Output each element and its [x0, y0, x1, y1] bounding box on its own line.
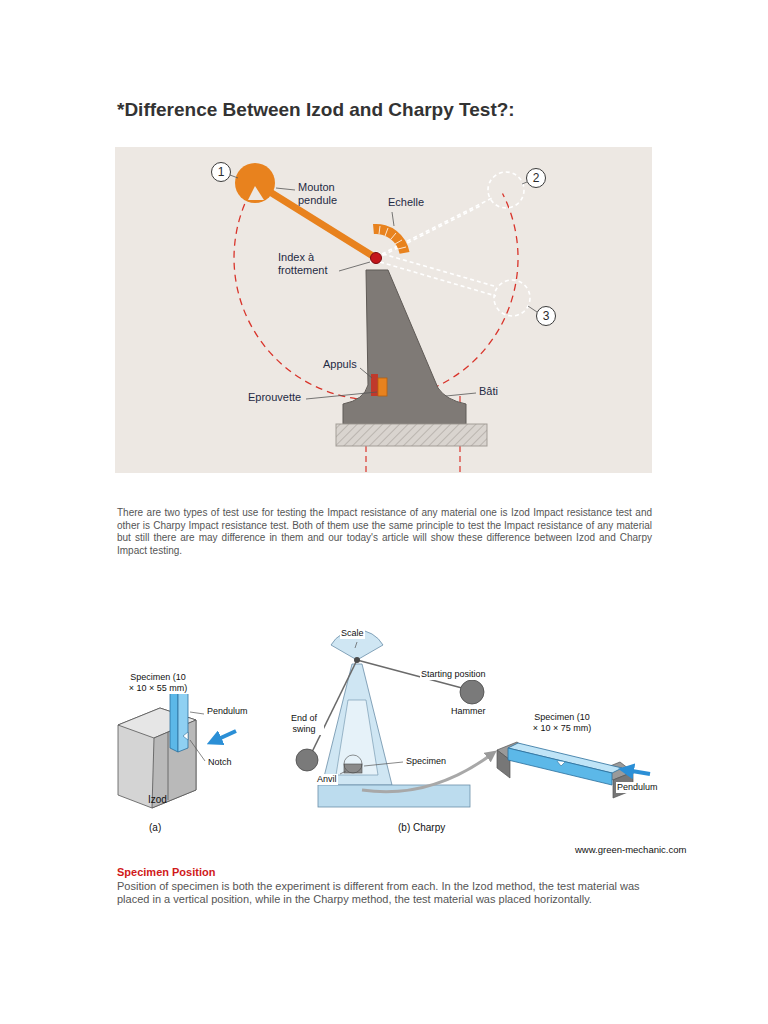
callout-number: 2: [526, 168, 546, 188]
specimen-label: Specimen (10 × 10 × 55 mm): [110, 672, 206, 694]
callout-text: 3: [543, 310, 550, 322]
part-label: Appuls: [323, 358, 357, 371]
charpy-machine: [296, 630, 484, 807]
machine-frame: [343, 270, 466, 424]
leader-line: [190, 712, 205, 761]
watermark: www.green-mechanic.com: [574, 844, 687, 855]
leader-line: [340, 642, 403, 774]
body-paragraph: There are two types of test use for test…: [117, 507, 652, 557]
figure-letter: (a): [149, 822, 161, 834]
section-heading: Specimen Position: [117, 866, 215, 879]
callout-text: 1: [218, 166, 225, 178]
part-label: Notch: [207, 757, 233, 768]
detail-arrow: [362, 754, 492, 792]
charpy-detail: [497, 742, 633, 798]
scale-arc: [373, 224, 410, 254]
figure-name: Izod: [148, 794, 167, 806]
ground-hatch: [336, 424, 487, 446]
specimen-label: Specimen (10 × 10 × 75 mm): [514, 712, 610, 734]
figure-ground: [115, 147, 652, 473]
callout-number: 3: [536, 306, 556, 326]
body-paragraph: Position of specimen is both the experim…: [117, 880, 652, 906]
impact-arrow: [626, 770, 650, 774]
part-label: Starting position: [420, 669, 487, 680]
part-label: Scale: [340, 628, 365, 639]
figure-name: (b) Charpy: [398, 822, 445, 834]
part-label: Anvil: [316, 774, 338, 785]
part-label: Echelle: [388, 196, 424, 209]
part-label: Index à frottement: [278, 251, 338, 277]
part-label: Eprouvette: [248, 391, 301, 404]
scale-ticks: [379, 226, 406, 249]
part-label: Pendulum: [206, 706, 249, 717]
specimen: [378, 378, 387, 396]
part-label: End of swing: [284, 713, 324, 735]
friction-index: [371, 253, 382, 264]
part-label: Bâti: [479, 385, 498, 398]
part-label: Pendulum: [616, 782, 659, 793]
page-title: *Difference Between Izod and Charpy Test…: [117, 99, 515, 122]
part-label: Mouton pendule: [298, 181, 350, 207]
pendulum-hammer: [235, 163, 275, 203]
hammer-notch: [248, 186, 264, 200]
callout-number: 1: [211, 162, 231, 182]
callout-text: 2: [533, 172, 540, 184]
part-label: Hammer: [450, 706, 487, 717]
impact-arrow: [214, 731, 236, 741]
izod-specimen: [170, 684, 188, 752]
part-label: Specimen: [405, 756, 447, 767]
ground-plate: [336, 424, 487, 446]
leader-line: [230, 175, 537, 399]
